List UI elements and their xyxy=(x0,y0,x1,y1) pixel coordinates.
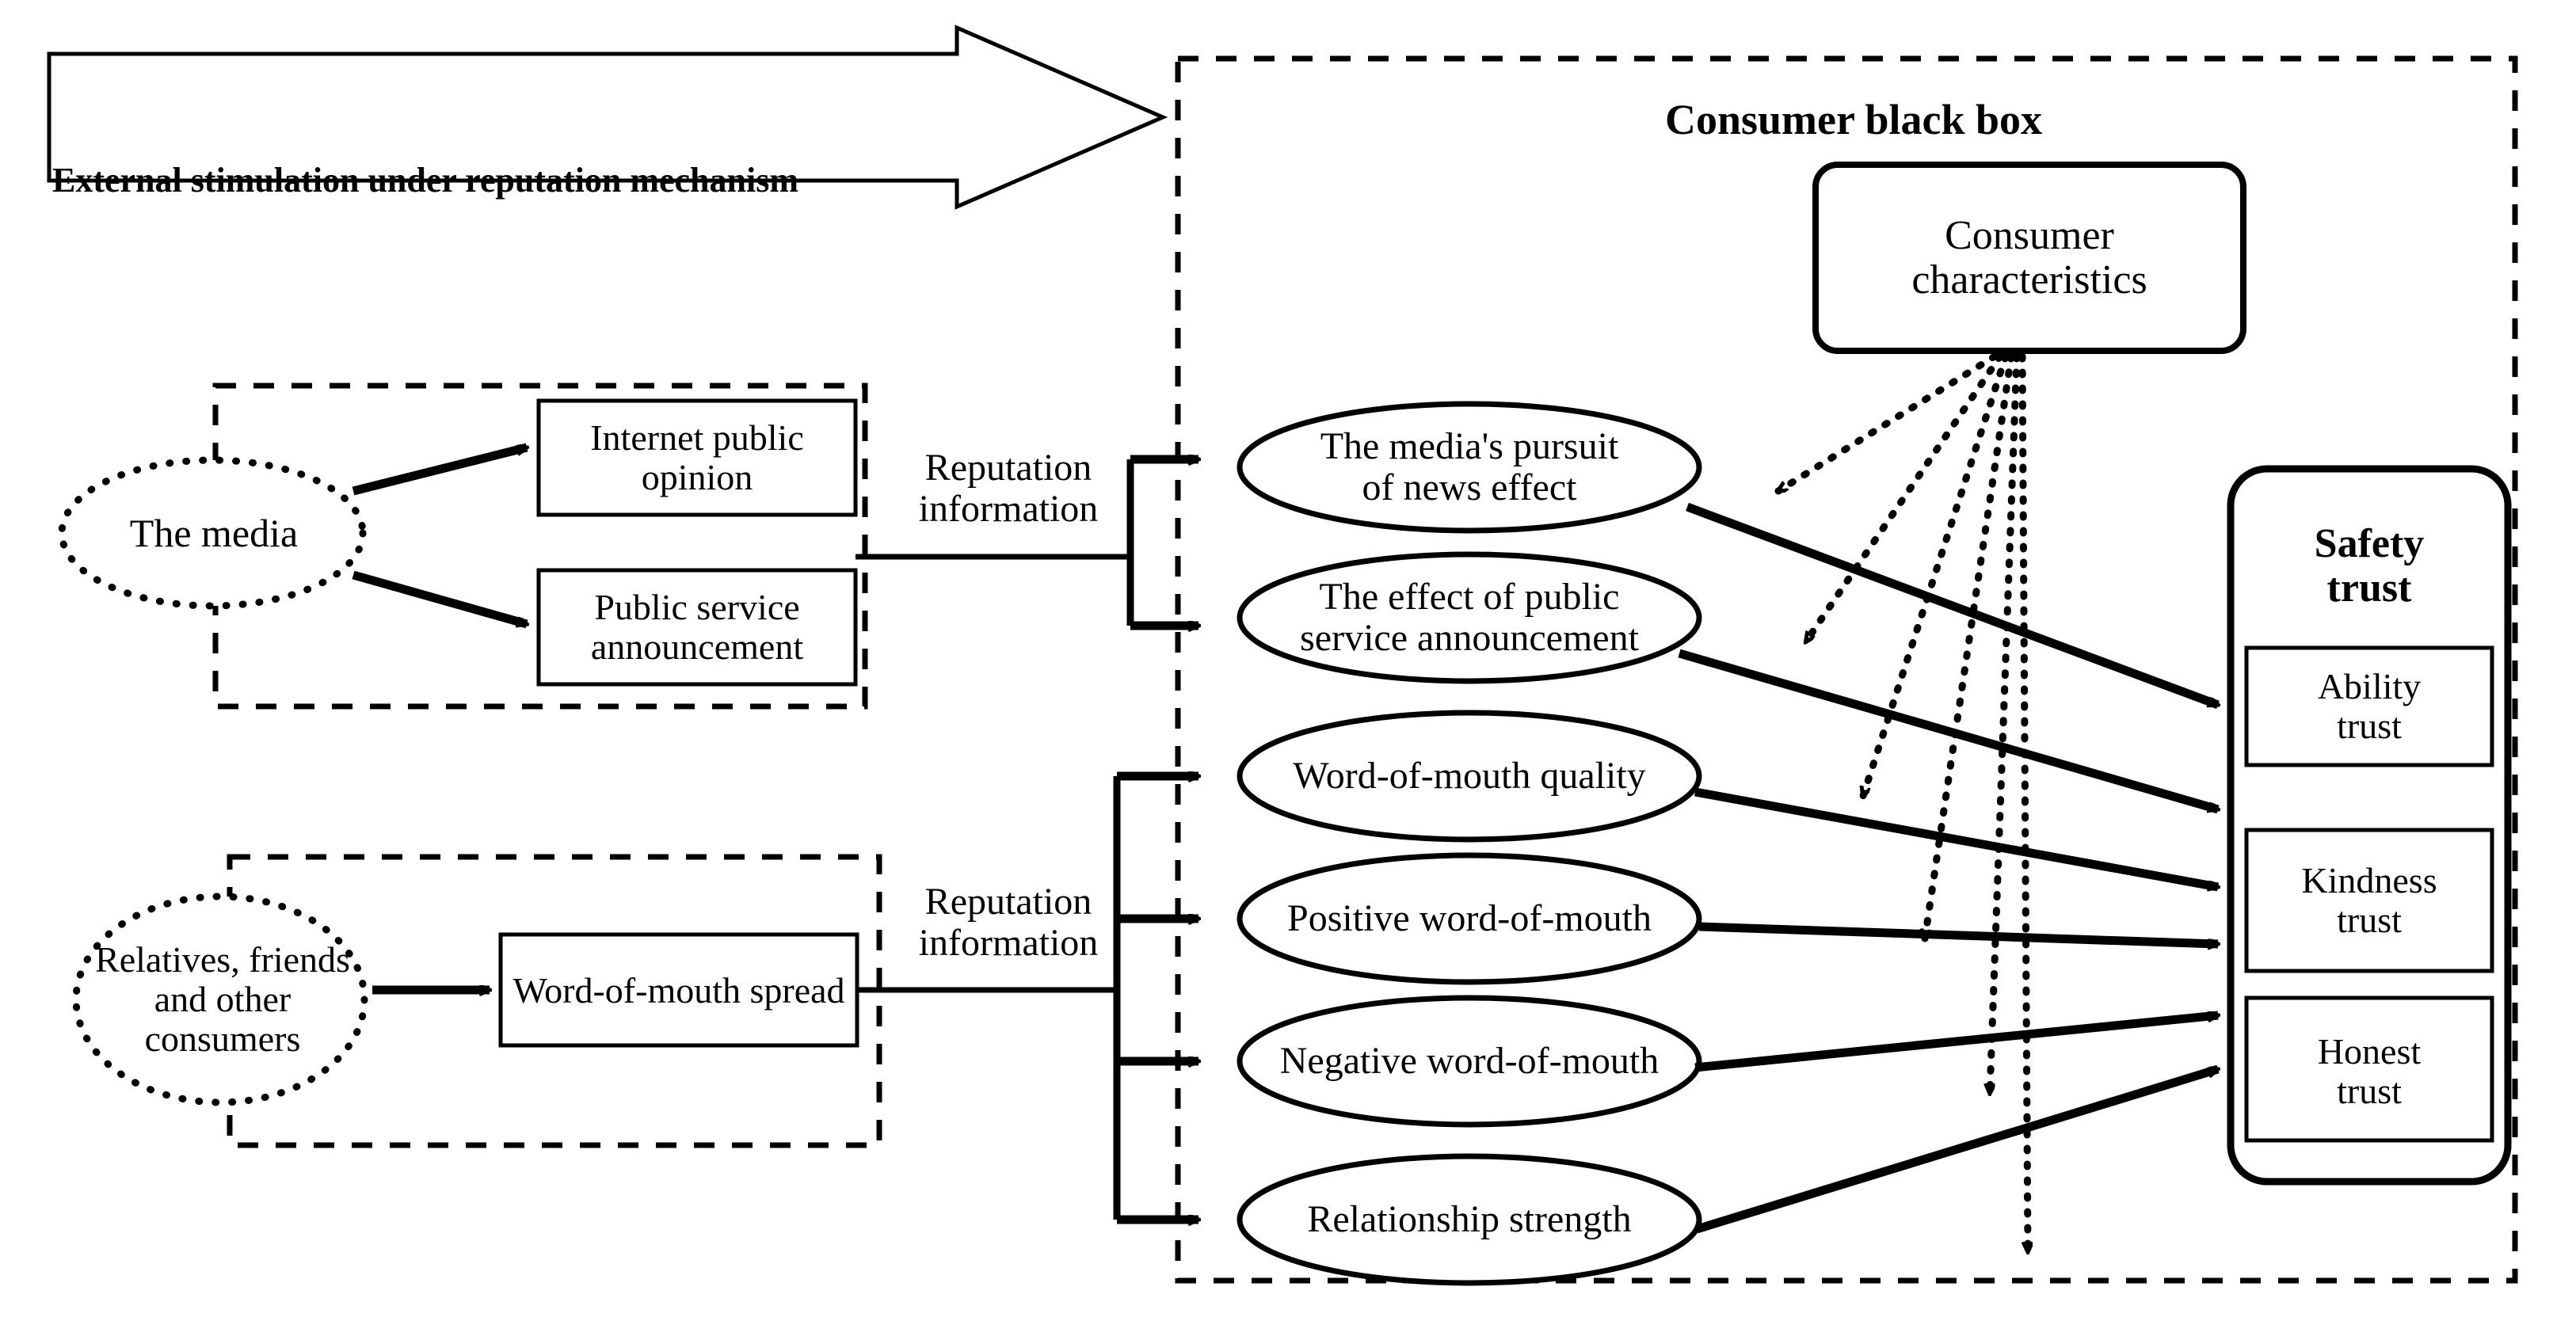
word-of-mouth-spread-box xyxy=(498,932,859,1048)
internet-public-opinion-box xyxy=(536,398,858,517)
mediator-ellipse-wom-quality xyxy=(1237,710,1702,843)
moderation-arrow-1 xyxy=(1778,352,1999,495)
moderation-arrow-2 xyxy=(1802,352,2004,641)
moderation-dotted-arrows xyxy=(1778,352,2028,1255)
moderation-arrow-3 xyxy=(1859,352,2010,796)
reputation-info-connector-bottom xyxy=(857,776,1198,1220)
mediator-ellipse-psa-effect xyxy=(1237,551,1702,684)
external-stimulation-banner xyxy=(47,25,1168,210)
arrow-relationship-strength-to-honest-trust xyxy=(1695,1064,2218,1234)
public-service-announcement-box xyxy=(536,568,858,687)
reputation-info-connector-top xyxy=(855,459,1198,626)
consumer-black-box-border xyxy=(1175,55,2518,1284)
moderation-arrow-6 xyxy=(2018,352,2028,1255)
kindness-trust-box xyxy=(2244,828,2494,973)
arrow-negative-wom-to-honest-trust xyxy=(1694,1015,2218,1072)
arrow-positive-wom-to-kindness-trust xyxy=(1698,922,2218,944)
arrow-media-pursuit-to-ability-trust xyxy=(1686,502,2218,710)
arrow-media-to-psa xyxy=(352,570,527,629)
relatives-friends-ellipse xyxy=(72,893,368,1106)
mediator-ellipse-negative-wom xyxy=(1237,995,1702,1128)
moderation-arrow-4 xyxy=(1925,352,2015,938)
ability-trust-box xyxy=(2244,645,2494,767)
arrow-media-to-internet-opinion xyxy=(352,443,527,496)
media-group-dashed-box xyxy=(212,383,868,710)
mediator-ellipse-relationship-strength xyxy=(1237,1153,1702,1286)
honest-trust-box xyxy=(2244,995,2494,1143)
arrow-psa-effect-to-kindness-trust xyxy=(1678,649,2218,814)
arrow-wom-quality-to-kindness-trust xyxy=(1694,787,2218,887)
mediator-ellipse-positive-wom xyxy=(1237,852,1702,985)
consumer-characteristics-box xyxy=(1812,162,2246,354)
mediator-ellipse-media-pursuit xyxy=(1237,401,1702,534)
moderation-arrow-5 xyxy=(1990,352,2021,1097)
the-media-ellipse xyxy=(58,456,367,610)
